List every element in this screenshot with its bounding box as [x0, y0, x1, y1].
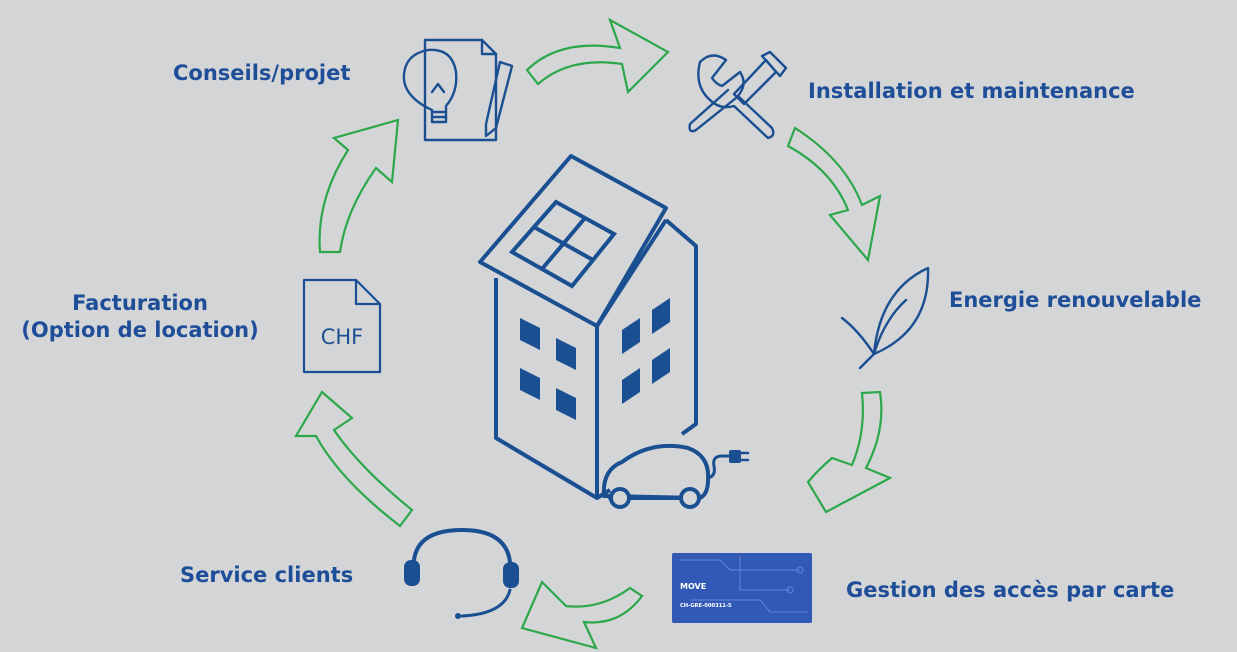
electric-car-icon — [601, 443, 750, 509]
arrow-facturation-to-conseils — [318, 118, 400, 254]
label-installation-maintenance: Installation et maintenance — [808, 79, 1135, 103]
card-brand-text: MOVE — [680, 582, 706, 591]
arrow-conseils-to-installation — [525, 17, 670, 95]
label-service-clients: Service clients — [180, 563, 354, 587]
arrow-gestion-to-service — [520, 580, 644, 650]
label-gestion-acces-carte: Gestion des accès par carte — [846, 578, 1175, 602]
access-card-icon: MOVE CH-GRE-000311-5 — [672, 553, 812, 623]
label-conseils-projet: Conseils/projet — [173, 61, 351, 85]
house-icon — [478, 154, 698, 500]
arrow-energie-to-gestion — [806, 390, 893, 514]
label-facturation-line1: Facturation — [72, 291, 208, 315]
card-id-text: CH-GRE-000311-5 — [680, 603, 732, 609]
invoice-currency-text: CHF — [321, 325, 364, 349]
label-facturation-line2: (Option de location) — [21, 318, 259, 343]
cycle-arrows — [294, 17, 893, 650]
house-windows — [520, 298, 670, 420]
invoice-document-icon — [302, 278, 382, 374]
arrow-installation-to-energie — [786, 126, 882, 263]
wrench-screwdriver-icon — [688, 50, 788, 140]
headset-icon — [404, 527, 519, 619]
leaf-icon — [840, 266, 930, 370]
arrow-service-to-facturation — [294, 390, 414, 528]
label-facturation: Facturation (Option de location) — [6, 290, 274, 345]
lightbulb-document-icon — [402, 38, 514, 142]
solar-panel-icon — [508, 199, 618, 289]
label-energie-renouvelable: Energie renouvelable — [949, 288, 1202, 312]
